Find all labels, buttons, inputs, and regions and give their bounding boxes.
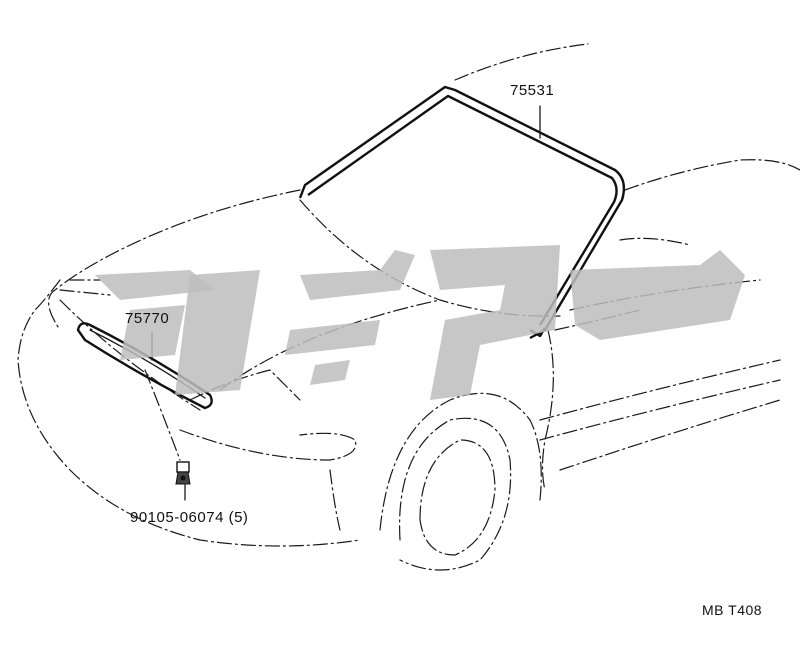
- watermark: [95, 245, 745, 400]
- bumper-line: [179, 429, 357, 461]
- windshield-molding-inner: [307, 94, 618, 326]
- door-line-1: [539, 359, 781, 421]
- roof-outline: [454, 43, 589, 81]
- part-label-75770: 75770: [125, 310, 170, 327]
- clip-icon: [175, 461, 191, 485]
- door-line-2: [539, 379, 781, 441]
- part-label-75531: 75531: [510, 82, 555, 99]
- side-body-top: [624, 159, 800, 191]
- rocker-line: [559, 399, 781, 471]
- cowl-louver: [76, 322, 213, 410]
- front-edge: [59, 299, 201, 411]
- headlight-line: [59, 279, 111, 296]
- wheel-outer: [398, 417, 512, 571]
- side-pillar: [541, 329, 554, 491]
- windshield-lower-edge: [299, 199, 561, 317]
- mirror-line: [619, 237, 691, 246]
- diagram-code: MB T408: [702, 602, 763, 618]
- wheel-inner: [419, 439, 496, 556]
- hood-outline: [48, 189, 301, 331]
- hood-left-edge: [17, 279, 361, 547]
- windshield-molding: [298, 85, 626, 340]
- wheel-arch: [379, 392, 542, 531]
- bumper-lower: [329, 469, 341, 531]
- part-label-clip: 90105-06074 (5): [130, 509, 249, 526]
- leader-clip-dashed: [144, 369, 181, 461]
